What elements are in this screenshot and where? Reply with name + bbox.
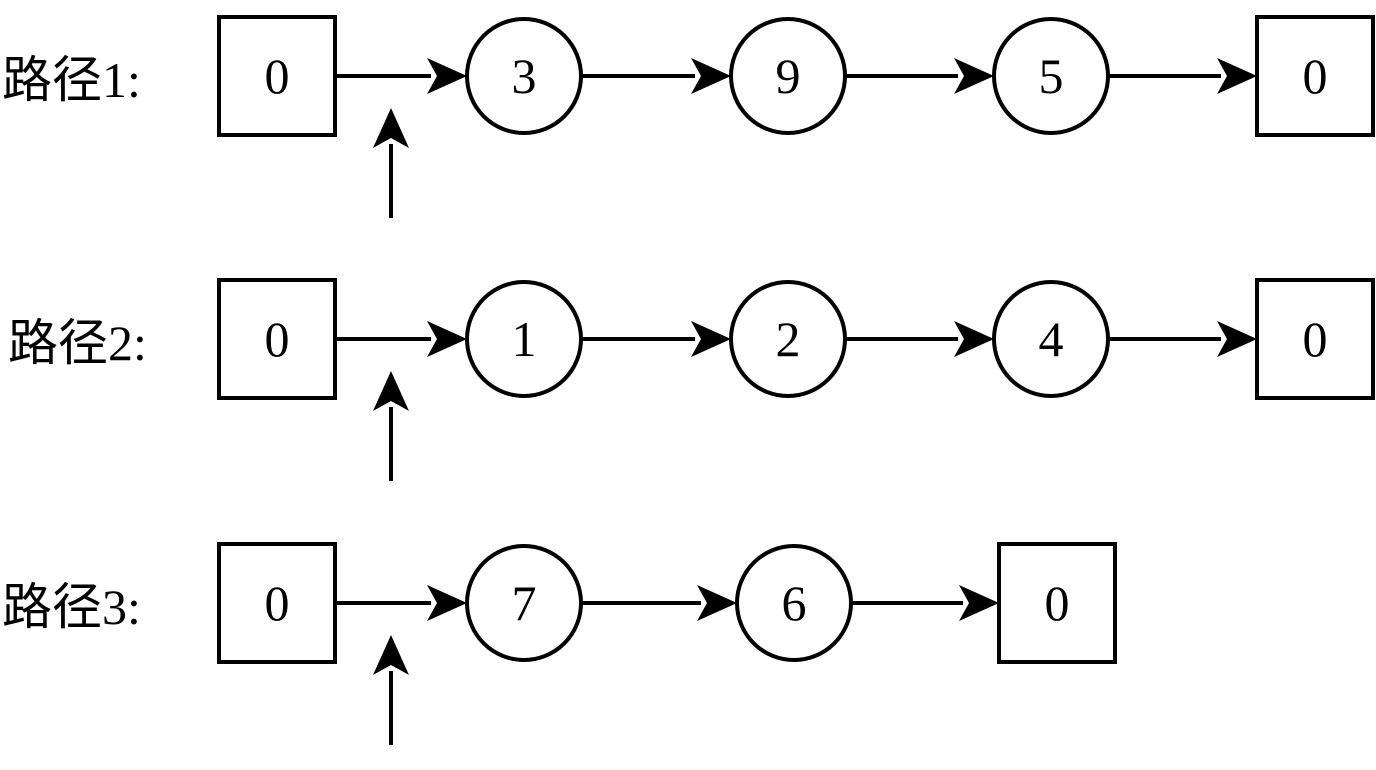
pointer-arrow-2 [373, 371, 409, 481]
edge-arrow-r2-2-head [954, 321, 994, 357]
customer-node-r3-1-label: 7 [512, 575, 537, 631]
edge-arrow-r2-3 [1108, 321, 1257, 357]
edge-arrow-r1-1 [581, 58, 731, 94]
customer-node-r2-1-label: 1 [512, 311, 537, 367]
edge-arrow-r3-0 [335, 585, 467, 621]
edge-arrow-r2-0-head [427, 321, 467, 357]
depot-node-r3-3-label: 0 [1045, 575, 1070, 631]
route-label-2: 路径2: [8, 315, 147, 371]
depot-node-r2-4-label: 0 [1303, 311, 1328, 367]
edge-arrow-r2-1-head [691, 321, 731, 357]
customer-node-r3-2-label: 6 [782, 575, 807, 631]
edge-arrow-r1-3-head [1217, 58, 1257, 94]
route-label-1: 路径1: [2, 52, 141, 108]
pointer-arrow-1-head [373, 108, 409, 148]
edge-arrow-r1-2 [845, 58, 994, 94]
customer-node-r2-3-label: 4 [1039, 311, 1064, 367]
depot-node-r2-0-label: 0 [265, 311, 290, 367]
customer-node-r2-2-label: 2 [776, 311, 801, 367]
depot-node-r3-3 [997, 542, 1117, 664]
customer-node-r1-3-label: 5 [1039, 48, 1064, 104]
depot-node-r2-4 [1255, 278, 1375, 400]
edge-arrow-r3-1 [581, 585, 737, 621]
edge-arrow-r2-2 [845, 321, 994, 357]
depot-node-r2-0 [217, 278, 337, 400]
edge-arrow-r2-3-head [1217, 321, 1257, 357]
edge-arrow-r3-1-head [697, 585, 737, 621]
edge-arrow-r3-2-head [959, 585, 999, 621]
depot-node-r1-0 [217, 15, 337, 137]
route-3: 路径3: 0 7 6 0 [2, 542, 1117, 664]
edge-arrow-r1-0-head [427, 58, 467, 94]
depot-node-r1-4 [1255, 15, 1375, 137]
edge-arrow-r3-0-head [427, 585, 467, 621]
edge-arrow-r3-2 [851, 585, 999, 621]
edge-arrow-r1-2-head [954, 58, 994, 94]
depot-node-r1-0-label: 0 [265, 48, 290, 104]
depot-node-r1-4-label: 0 [1303, 48, 1328, 104]
edge-arrow-r2-0 [335, 321, 467, 357]
edge-arrow-r1-0 [335, 58, 467, 94]
pointer-arrow-2-head [373, 371, 409, 411]
edge-arrow-r2-1 [581, 321, 731, 357]
depot-node-r3-0 [217, 542, 337, 664]
route-2: 路径2: 0 1 2 4 0 [8, 278, 1375, 400]
depot-node-r3-0-label: 0 [265, 575, 290, 631]
edge-arrow-r1-3 [1108, 58, 1257, 94]
pointer-arrow-3 [373, 635, 409, 745]
pointer-arrow-3-head [373, 635, 409, 675]
edge-arrow-r1-1-head [691, 58, 731, 94]
customer-node-r1-1-label: 3 [512, 48, 537, 104]
route-label-3: 路径3: [2, 579, 141, 635]
pointer-arrow-1 [373, 108, 409, 218]
customer-node-r1-2-label: 9 [776, 48, 801, 104]
